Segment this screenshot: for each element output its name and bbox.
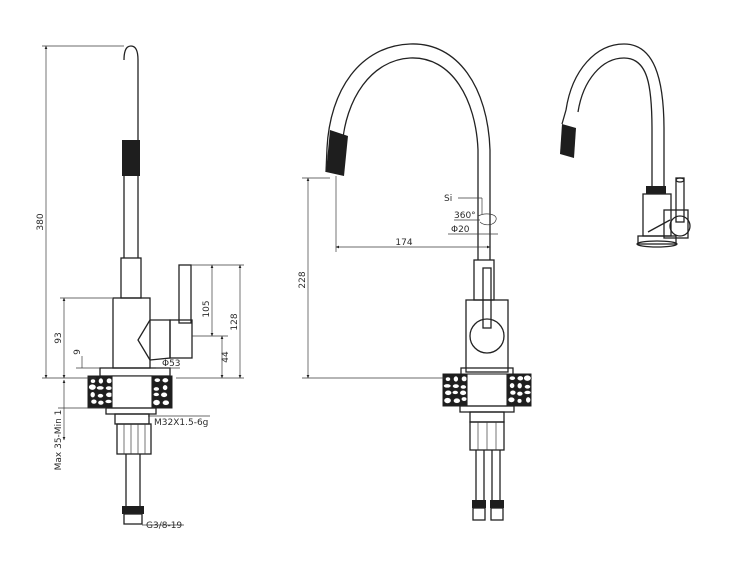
deck-stone (516, 382, 523, 390)
deck-stone (451, 389, 459, 396)
deck-stone (96, 393, 105, 399)
dim-deck-thickness: Max 35-Min 1 (54, 410, 64, 471)
deck-stone (460, 396, 468, 402)
deck-stone (507, 396, 516, 404)
deck-stone (451, 383, 460, 389)
front-spout-tube (122, 45, 140, 258)
deck-stone (161, 377, 170, 384)
tube-diameter: Φ20 (451, 225, 470, 235)
dim-lever-total: 128 (230, 313, 240, 330)
deck-stone (97, 377, 104, 385)
deck-stone (89, 378, 97, 384)
deck-stone (459, 389, 468, 397)
front-view: 380 93 9 105 128 44 Φ53 Max 35-Min 1 M32… (36, 45, 244, 531)
thread-label: M32X1.5-6g (154, 418, 208, 428)
deck-stone (523, 389, 532, 396)
front-base (99, 367, 171, 377)
hose-thread-label: G3/8-19 (146, 521, 182, 531)
deck-stone (105, 377, 113, 385)
deck-stone (152, 398, 161, 407)
deck-stone (460, 375, 468, 383)
deck-stone (104, 398, 113, 405)
dim-body-height: 93 (54, 332, 64, 343)
dim-lever-height: 105 (202, 300, 212, 317)
deck-stone (97, 399, 105, 406)
front-shank (105, 375, 157, 525)
front-dimensions (42, 45, 244, 526)
deck-stone (152, 386, 160, 392)
dim-lever-base: 44 (221, 351, 231, 363)
deck-stone (153, 377, 162, 383)
front-neck (120, 257, 142, 299)
front-body (112, 297, 151, 369)
side-dimensions (302, 176, 498, 379)
deck-stone (522, 374, 532, 382)
deck-stone (508, 375, 517, 381)
dim-spout-height: 228 (298, 271, 308, 288)
deck-stone (104, 385, 113, 391)
deck-stone (161, 384, 169, 392)
deck-stone (443, 396, 452, 405)
deck-stone (152, 391, 160, 398)
side-gooseneck (325, 43, 491, 260)
deck-stone (161, 399, 170, 406)
deck-stone (452, 375, 459, 383)
deck-stone (508, 382, 516, 390)
front-lever (149, 264, 193, 361)
dim-base-diameter: Φ53 (162, 359, 181, 369)
deck-stone (459, 384, 467, 390)
deck-stone (516, 398, 523, 404)
deck-stone (160, 391, 169, 399)
deck-stone (89, 391, 96, 399)
deck-stone (523, 384, 532, 390)
deck-stone (516, 375, 525, 382)
deck-stone (525, 396, 532, 404)
deck-stone (516, 390, 524, 397)
deck-stone (444, 376, 452, 382)
perspective-view (560, 43, 691, 248)
deck-stone (95, 385, 105, 391)
material-label: Si (444, 194, 452, 204)
dim-base-gap: 9 (73, 349, 83, 355)
deck-stone (87, 383, 97, 391)
dim-total-height: 380 (36, 213, 46, 230)
side-body (460, 259, 514, 376)
deck-stone (509, 389, 517, 396)
rotation-label: 360° (454, 211, 476, 221)
dim-reach: 174 (395, 238, 412, 248)
deck-stone (452, 397, 461, 404)
deck-stone (442, 383, 452, 389)
deck-stone (444, 389, 453, 397)
side-deck (442, 373, 532, 521)
side-view: 228 174 360° Φ20 Si (298, 43, 532, 521)
deck-stone (90, 398, 98, 405)
